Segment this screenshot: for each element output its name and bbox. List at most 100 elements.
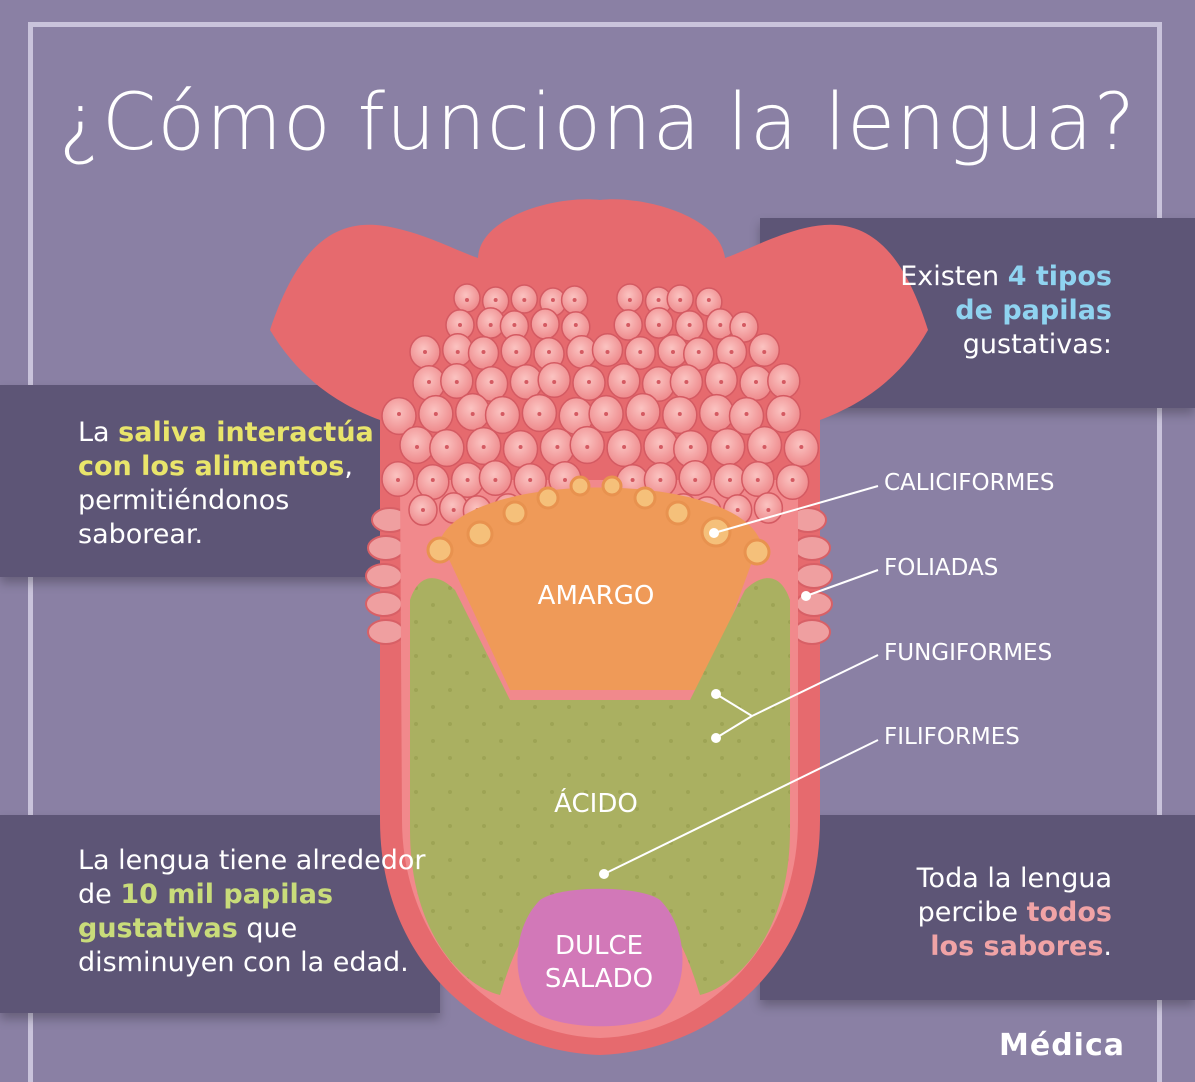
papilla-dot: [658, 445, 663, 449]
papilla-dot: [444, 445, 449, 449]
papilla-dot: [766, 508, 771, 512]
papilla-dot: [626, 323, 631, 327]
papilla-dot: [671, 350, 675, 354]
note-saliva: La saliva interactúa con los alimentos, …: [78, 416, 378, 552]
papilla-dot: [656, 380, 661, 384]
note-text: , permitiéndonos saborear.: [78, 451, 353, 550]
papilla-dot: [514, 350, 519, 354]
note-text: Existen: [900, 261, 1008, 292]
papilla-dot: [742, 323, 746, 327]
papilla-dot: [451, 508, 456, 512]
note-text: gustativas:: [962, 329, 1112, 360]
papilla-dot: [427, 380, 431, 384]
papilla-dot: [574, 412, 579, 416]
papilla-dot: [579, 350, 584, 354]
papilla-dot: [500, 412, 505, 416]
papilla-dot: [543, 323, 548, 327]
papilla-dot: [572, 298, 577, 302]
papilla-dot: [465, 298, 469, 302]
note-text: La: [78, 417, 119, 448]
papilla-dot: [555, 445, 560, 449]
label-caliciformes: CALICIFORMES: [884, 470, 1055, 496]
papilla-dot: [781, 380, 786, 384]
papilla-dot: [687, 323, 692, 327]
papilla-dot: [696, 350, 701, 354]
note-cantidad: La lengua tiene alrededor de 10 mil papi…: [78, 844, 428, 980]
papilla-dot: [547, 350, 551, 354]
foliate-ridges-right: [789, 507, 833, 645]
papilla-dot: [458, 323, 462, 327]
papilla-dot: [627, 298, 632, 302]
papilla-dot: [493, 478, 498, 482]
papilla-dot: [729, 350, 734, 354]
note-text: Toda la lengua percibe: [916, 863, 1112, 928]
note-highlight: 10 mil papilas gustativas: [78, 879, 334, 944]
zone-dulce-salado: [517, 888, 683, 1027]
papilla-dot: [762, 350, 767, 354]
papilla-dot: [781, 412, 786, 416]
papilla-dot: [518, 445, 523, 449]
papilla-dot: [604, 412, 609, 416]
tongue-illustration: [270, 199, 928, 1055]
note-highlight: 4 tipos de papilas: [955, 261, 1112, 326]
papilla-dot: [481, 445, 486, 449]
papilla-dot: [524, 380, 529, 384]
circumvallate-papillae: [426, 475, 771, 566]
papilla-dot: [688, 445, 693, 449]
label-fungiformes: FUNGIFORMES: [884, 640, 1053, 666]
papilla-dot: [735, 508, 740, 512]
papilla-dot: [455, 350, 460, 354]
papilla-dot: [423, 350, 427, 354]
note-text: La lengua tiene alrededor de: [78, 845, 426, 910]
zone-label-amargo: AMARGO: [537, 581, 655, 611]
papilla-dot: [640, 412, 645, 416]
label-foliadas: FOLIADAS: [884, 555, 999, 581]
papilla-dot: [493, 298, 498, 302]
papilla-dot: [719, 380, 724, 384]
zone-label-dulce: DULCE: [554, 931, 644, 961]
papilla-dot: [537, 412, 542, 416]
papilla-dot: [587, 380, 591, 384]
papilla-dot: [762, 445, 767, 449]
papilla-dot: [656, 298, 661, 302]
label-filiformes: FILIFORMES: [884, 724, 1020, 750]
papilla-dot: [605, 350, 610, 354]
band-bottom-left: [0, 815, 440, 1013]
note-sabores: Toda la lengua percibe todos los sabores…: [870, 862, 1112, 964]
papilla-dot: [522, 298, 527, 302]
papilla-dot: [563, 478, 567, 482]
papilla-dot: [656, 323, 661, 327]
papilla-dot: [744, 412, 749, 416]
papilla-dot: [465, 478, 470, 482]
papilla-dot: [397, 412, 401, 416]
papilla-dot: [706, 298, 711, 302]
papilla-dot: [470, 412, 475, 416]
papilla-dot: [678, 298, 683, 302]
papilla-dot: [430, 478, 435, 482]
papilla-dot: [693, 478, 698, 482]
page-title: ¿Cómo funciona la lengua?: [59, 78, 1136, 168]
papilla-dot: [718, 323, 723, 327]
papilla-dot: [684, 380, 689, 384]
zone-amargo: [440, 487, 760, 690]
papilla-dot: [433, 412, 438, 416]
papilla-dot: [728, 478, 732, 482]
papilla-dot: [573, 323, 578, 327]
papilla-dot: [630, 478, 635, 482]
papilla-dot: [550, 298, 555, 302]
papilla-dot: [421, 508, 425, 512]
papilla-dot: [528, 478, 533, 482]
zone-label-acido: ÁCIDO: [554, 789, 638, 819]
papilla-dot: [396, 478, 400, 482]
papilla-dot: [754, 380, 758, 384]
papilla-dot: [454, 380, 459, 384]
papilla-dot: [677, 412, 682, 416]
zone-label-salado: SALADO: [544, 964, 654, 994]
brand-logo: Médica: [999, 1028, 1125, 1063]
papilla-dot: [489, 380, 494, 384]
papilla-dot: [714, 412, 719, 416]
note-papilas-tipos: Existen 4 tipos de papilas gustativas:: [880, 260, 1112, 362]
papilla-dot: [481, 350, 486, 354]
papilla-dot: [585, 445, 590, 449]
band-bottom-right: [760, 815, 1195, 1000]
